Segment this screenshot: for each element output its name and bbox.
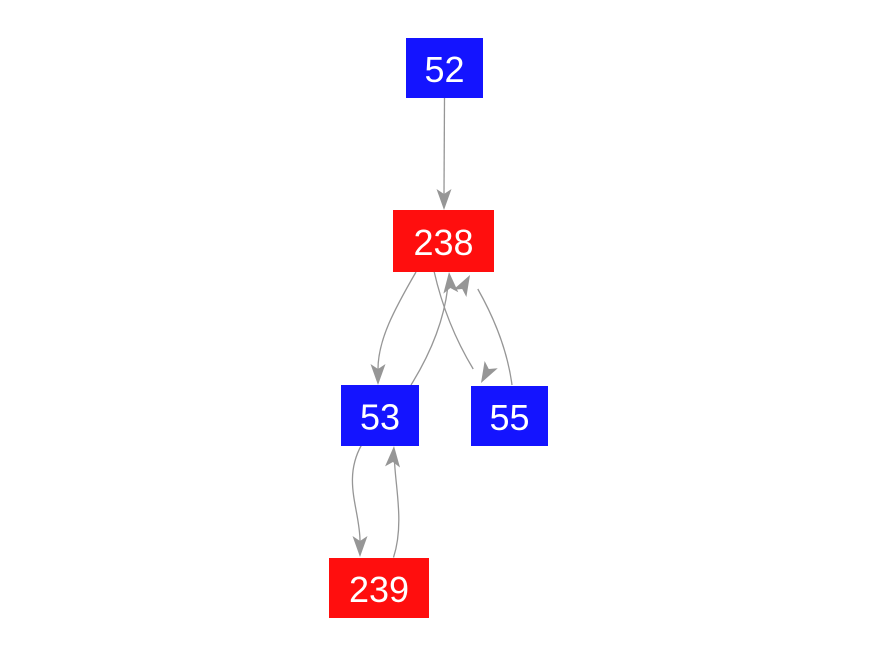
node-box-53 xyxy=(341,385,419,446)
edge-55-to-238 xyxy=(477,288,513,386)
edge-238-to-55 xyxy=(433,270,474,370)
node-52: 52 xyxy=(406,38,483,98)
arrowhead-icon-53-to-238 xyxy=(443,272,459,294)
arrowhead-icon-55-to-238 xyxy=(453,275,470,298)
edge-239-to-53 xyxy=(392,462,400,558)
arrowhead-icon-239-to-53 xyxy=(385,446,401,468)
node-box-238 xyxy=(393,210,494,272)
node-238: 238 xyxy=(393,210,494,272)
arrowhead-icon-53-to-239 xyxy=(352,536,368,557)
node-label-55: 55 xyxy=(489,397,529,438)
arrowhead-icon-52-to-238 xyxy=(436,189,452,210)
edge-53-to-239 xyxy=(351,444,363,542)
node-239: 239 xyxy=(329,558,429,618)
node-box-55 xyxy=(471,386,548,446)
edge-238-to-53 xyxy=(377,271,417,370)
edge-52-to-238 xyxy=(443,97,446,195)
node-box-52 xyxy=(406,38,483,98)
edge-53-to-238 xyxy=(410,287,449,386)
arrowhead-icon-238-to-55 xyxy=(481,360,498,383)
node-55: 55 xyxy=(471,386,548,446)
node-label-52: 52 xyxy=(424,49,464,90)
node-box-239 xyxy=(329,558,429,618)
node-label-238: 238 xyxy=(413,222,473,263)
node-label-239: 239 xyxy=(349,569,409,610)
node-53: 53 xyxy=(341,385,419,446)
arrowhead-icon-238-to-53 xyxy=(370,364,386,385)
node-label-53: 53 xyxy=(360,396,400,437)
